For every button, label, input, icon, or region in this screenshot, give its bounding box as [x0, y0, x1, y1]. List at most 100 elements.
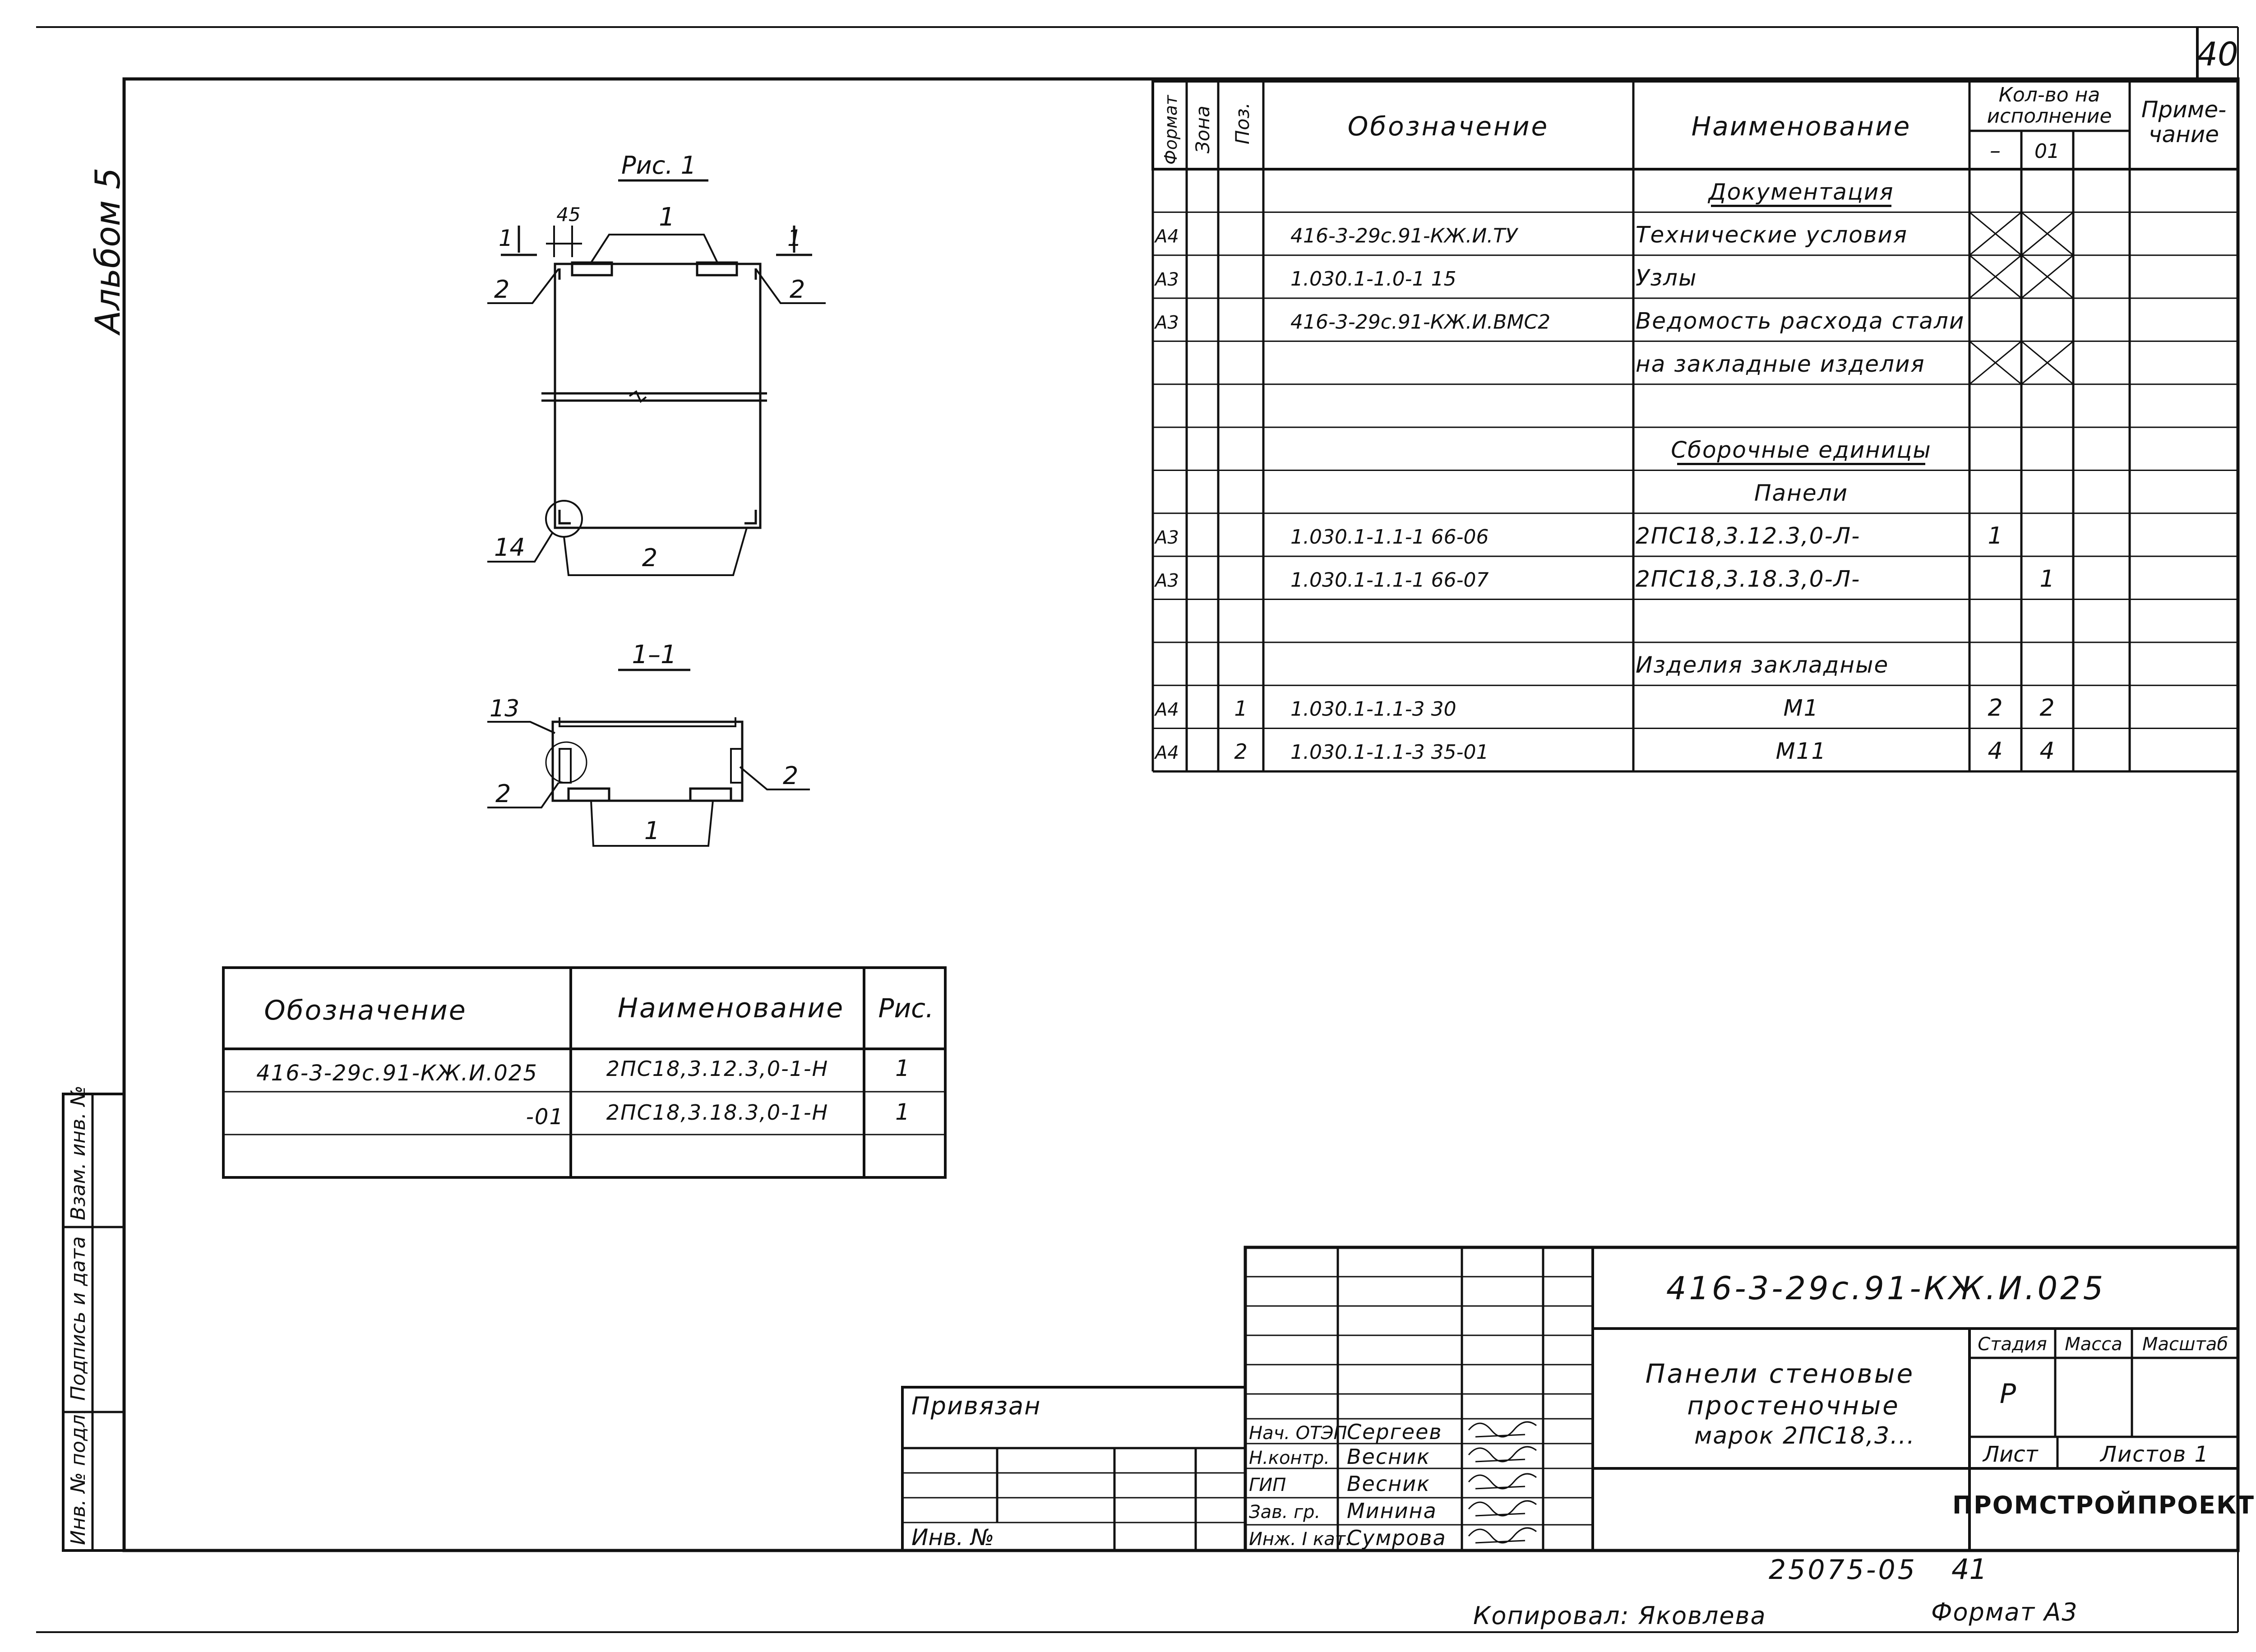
footer: 25075-05 41 Копировал: Яковлева Формат А… [1473, 1553, 2078, 1630]
sheet-label: Лист [1982, 1442, 2039, 1467]
variant-fig: 1 [895, 1099, 910, 1125]
signature-mark [1468, 1446, 1537, 1463]
panel-outline [554, 263, 762, 529]
sheet-format: Формат А3 [1931, 1598, 2078, 1626]
spec-pos: 2 [1234, 739, 1247, 764]
archive-sheet: 41 [1951, 1553, 1987, 1586]
callout-2-left: 2 [494, 275, 509, 304]
signature-mark [1468, 1527, 1537, 1544]
sheets-label: Листов 1 [2099, 1442, 2209, 1467]
spec-qty-01: 4 [2039, 738, 2054, 765]
staff-role: Инж. I кат. [1249, 1529, 1351, 1550]
callout-13: 13 [490, 695, 519, 722]
callout-2-right: 2 [790, 275, 805, 304]
spec-designation: 1.030.1-1.1-1 66-06 [1290, 526, 1489, 549]
spec-format: А4 [1154, 226, 1179, 247]
page-number: 40 [2197, 35, 2238, 73]
header-name: Наименование [1692, 111, 1911, 142]
spec-name: 2ПС18,3.18.3,0-Л- [1636, 566, 1860, 592]
spec-name: Узлы [1636, 265, 1697, 291]
spec-row: А3 1.030.1-1.1-1 66-07 2ПС18,3.18.3,0-Л- 1 [1154, 566, 2055, 593]
spec-format: А4 [1154, 743, 1179, 763]
doc-title-line1: Панели стеновые [1646, 1358, 1914, 1389]
organization: ПРОМСТРОЙПРОЕКТ [1952, 1491, 2255, 1519]
spec-name: Документация [1708, 179, 1894, 205]
stamp-vzam-inv: Взам. инв. № [67, 1085, 90, 1220]
doc-title-line3: марок 2ПС18,3... [1694, 1422, 1915, 1449]
privyazan-block: Привязан Инв. № [901, 1386, 1247, 1552]
header-qty-dash: – [1990, 138, 2001, 163]
staff-role: Зав. гр. [1249, 1502, 1320, 1523]
spec-designation: 416-3-29с.91-КЖ.И.ВМС2 [1290, 310, 1550, 333]
staff-row: Инж. I кат.Сумрова [1249, 1526, 1537, 1550]
header-note-line2: чание [2149, 121, 2219, 148]
dim-45: 45 [556, 203, 580, 226]
spec-row: на закладные изделия [1636, 351, 1924, 377]
spec-name: Ведомость расхода стали [1636, 308, 1965, 334]
archive-number: 25075-05 [1769, 1554, 1917, 1586]
variants-header-fig: Рис. [878, 993, 934, 1024]
staff-name: Сумрова [1347, 1526, 1447, 1550]
staff-row: Н.контр. Весник [1249, 1444, 1537, 1469]
spec-designation: 1.030.1-1.0-1 15 [1290, 268, 1456, 291]
staff-role: ГИП [1249, 1475, 1286, 1495]
signature-mark [1468, 1500, 1537, 1517]
section-callout-1: 1 [644, 817, 660, 845]
side-stamp: Взам. инв. № Подпись и дата Инв. № подл. [62, 1085, 125, 1552]
spec-qty-01: 2 [2039, 695, 2054, 722]
callout-14: 14 [494, 533, 525, 562]
figure-title: Рис. 1 [621, 151, 696, 180]
spec-format: А3 [1154, 527, 1179, 548]
spec-pos: 1 [1234, 697, 1247, 721]
header-designation: Обозначение [1348, 111, 1549, 142]
scale-label: Масштаб [2142, 1334, 2228, 1355]
stage-value: Р [2000, 1378, 2016, 1410]
staff-name: Весник [1347, 1444, 1430, 1469]
album-label: Альбом 5 [88, 167, 128, 336]
staff-role: Нач. ОТЭП [1249, 1423, 1347, 1444]
stamp-inv-podl: Инв. № подл. [67, 1408, 90, 1545]
section-callout-2-left: 2 [495, 780, 511, 808]
variant-designation: 416-3-29с.91-КЖ.И.025 [256, 1061, 538, 1086]
variant-name: 2ПС18,3.18.3,0-1-Н [606, 1100, 828, 1125]
variant-name: 2ПС18,3.12.3,0-1-Н [606, 1057, 828, 1081]
signature-mark [1468, 1473, 1537, 1490]
header-note: Приме- [2141, 97, 2226, 123]
spec-row: Сборочные единицы [1671, 437, 1931, 465]
spec-designation: 1.030.1-1.1-3 35-01 [1290, 741, 1489, 764]
spec-format: А3 [1154, 571, 1179, 591]
spec-row: Документация [1708, 179, 1894, 207]
copied-by: Копировал: Яковлева [1473, 1601, 1766, 1630]
stage-label: Стадия [1978, 1334, 2047, 1355]
variants-header-name: Наименование [618, 992, 844, 1024]
spec-row: Изделия закладные [1636, 652, 1889, 678]
page-number-box: 40 [2196, 27, 2238, 79]
spec-qty-01: 1 [2039, 566, 2054, 593]
spec-name: Изделия закладные [1636, 652, 1889, 678]
header-qty-01: 01 [2034, 140, 2060, 163]
figure-1: Рис. 1 1 45 1 1 2 2 14 2 [487, 151, 826, 576]
spec-qty-1: 2 [1988, 695, 2002, 722]
staff-role: Н.контр. [1249, 1448, 1330, 1468]
specification-table: Формат Зона Поз. Обозначение Наименовани… [1151, 80, 2239, 773]
spec-designation: 1.030.1-1.1-1 66-07 [1290, 569, 1489, 592]
spec-row: Панели [1754, 480, 1847, 506]
variant-fig: 1 [895, 1055, 910, 1081]
variants-header-designation: Обозначение [264, 995, 467, 1026]
privyazan-inv-label: Инв. № [911, 1524, 994, 1550]
header-pos: Поз. [1231, 102, 1253, 144]
doc-title-line2: простеночные [1687, 1391, 1900, 1421]
callout-1-top: 1 [659, 203, 675, 232]
cut-mark-left: 1 [499, 225, 513, 251]
doc-code: 416-3-29с.91-КЖ.И.025 [1666, 1270, 2106, 1307]
staff-name: Сергеев [1347, 1420, 1442, 1444]
